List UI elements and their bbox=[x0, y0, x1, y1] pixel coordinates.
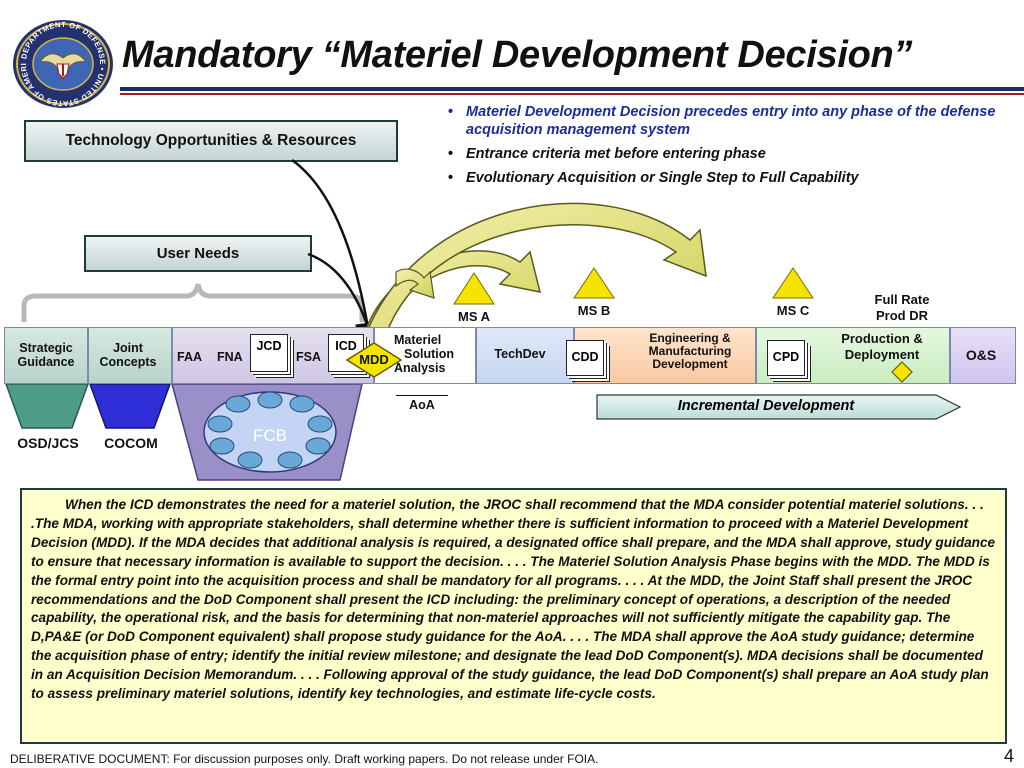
techdev-label: TechDev bbox=[494, 347, 546, 361]
msa-label: Materiel Solution Analysis bbox=[394, 333, 454, 375]
cocom-label: COCOM bbox=[104, 435, 158, 451]
cocom-funnel bbox=[88, 383, 172, 429]
jcd-document: JCD bbox=[250, 334, 288, 372]
os-segment bbox=[950, 327, 1016, 384]
tech-to-mdd-arrow bbox=[291, 158, 380, 348]
techdev-segment bbox=[476, 327, 574, 384]
ms-c-triangle bbox=[772, 267, 814, 299]
frp-diamond bbox=[891, 361, 913, 383]
production-label: Production &Deployment bbox=[841, 331, 923, 362]
osd-jcs-label: OSD/JCS bbox=[17, 435, 79, 451]
ms-c-label: MS C bbox=[776, 303, 810, 318]
joint-concepts-segment bbox=[88, 327, 172, 384]
yellow-arrow-to-msa bbox=[395, 268, 435, 299]
fna-label: FNA bbox=[217, 350, 243, 364]
bullet-list: Materiel Development Decision precedes e… bbox=[448, 103, 1018, 193]
bullet-item: Entrance criteria met before entering ph… bbox=[448, 145, 1018, 163]
mdd-label: MDD bbox=[359, 352, 389, 367]
aoa-rule bbox=[396, 395, 448, 396]
fcb-label: FCB bbox=[253, 426, 287, 445]
page-number: 4 bbox=[1004, 746, 1015, 766]
user-needs-bracket bbox=[21, 283, 365, 322]
fcb-cluster bbox=[203, 391, 337, 473]
ms-a-label: MS A bbox=[457, 309, 491, 324]
strategic-guidance-segment bbox=[4, 327, 88, 384]
cpd-document: CPD bbox=[767, 340, 805, 376]
bullet-item: Evolutionary Acquisition or Single Step … bbox=[448, 169, 1018, 187]
ms-b-label: MS B bbox=[577, 303, 611, 318]
ms-a-triangle bbox=[453, 272, 495, 305]
title-rule-navy bbox=[120, 87, 1024, 91]
aoa-label: AoA bbox=[409, 398, 435, 412]
faa-label: FAA bbox=[177, 350, 202, 364]
title-rule-red bbox=[120, 93, 1024, 95]
osd-jcs-funnel bbox=[4, 383, 90, 429]
ms-b-triangle bbox=[573, 267, 615, 299]
footer-disclaimer: DELIBERATIVE DOCUMENT: For discussion pu… bbox=[10, 752, 599, 766]
emd-segment bbox=[574, 327, 756, 384]
tech-opportunities-box: Technology Opportunities & Resources bbox=[24, 120, 398, 162]
cdd-document: CDD bbox=[566, 340, 604, 376]
incremental-arrow bbox=[596, 394, 962, 420]
bullet-item: Materiel Development Decision precedes e… bbox=[448, 103, 1018, 139]
user-needs-box: User Needs bbox=[84, 235, 312, 272]
page-title: Mandatory “Materiel Development Decision… bbox=[122, 34, 913, 76]
os-label: O&S bbox=[965, 347, 997, 363]
mdd-policy-text: When the ICD demonstrates the need for a… bbox=[20, 488, 1007, 744]
mdd-diamond bbox=[346, 342, 402, 378]
dod-seal-icon: DEPARTMENT OF DEFENSE • UNITED STATES OF… bbox=[10, 18, 113, 108]
fsa-label: FSA bbox=[296, 350, 321, 364]
yellow-arrow-to-emd bbox=[364, 202, 707, 335]
incremental-label: Incremental Development bbox=[677, 398, 855, 414]
